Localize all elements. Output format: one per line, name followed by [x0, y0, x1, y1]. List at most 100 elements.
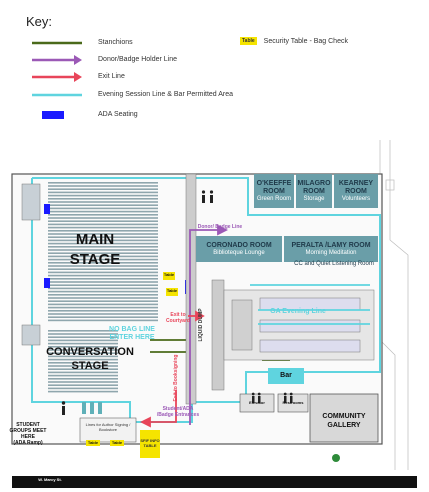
- seat-row: [48, 297, 158, 299]
- seat-row: [48, 336, 118, 338]
- lines-author-block: [79, 417, 137, 443]
- donor-badge-line-label: Donor/ Badge Line: [197, 224, 243, 230]
- room-sub: Volunteers: [341, 195, 371, 202]
- seat-row: [48, 194, 158, 197]
- donor-arrow-icon: [32, 55, 82, 65]
- seat-row: [48, 290, 158, 293]
- security-table-chip: Table: [240, 37, 257, 45]
- exit-booksigning-label: Exit to Booksigning: [173, 354, 179, 402]
- room-title: PERALTA /LAMY ROOM: [291, 241, 371, 249]
- community-gallery-label: COMMUNITY GALLERY: [322, 413, 366, 429]
- seat-row: [48, 330, 118, 332]
- room-sub: Green Room: [256, 195, 292, 202]
- coronado-room-block: [196, 236, 282, 262]
- liquid-dump-label: LIQUID DUMP: [198, 308, 204, 342]
- student-groups-label: STUDENT GROUPS MEET HERE: [9, 422, 47, 440]
- seat-row: [48, 265, 158, 267]
- seat-row: [48, 384, 118, 386]
- lines-author-label: Lines for Author Signing / Bookstore: [85, 422, 131, 432]
- room-title: O'KEEFFE ROOM: [256, 179, 292, 195]
- security-table-chip: Table: [110, 440, 124, 446]
- seat-row: [48, 352, 118, 354]
- exit-arrow-icon: [32, 72, 82, 82]
- seat-row: [48, 271, 158, 274]
- street-label: W. Marcy St.: [38, 477, 62, 482]
- community-gallery-block: [309, 393, 379, 443]
- seat-row: [48, 201, 158, 203]
- seat-row: [48, 268, 158, 270]
- seat-row: [48, 349, 118, 351]
- kearney-room: KEARNEY ROOM Volunteers: [334, 174, 378, 208]
- tree-icon: [332, 454, 340, 462]
- room-sub: Biblioteque Lounge: [213, 249, 265, 256]
- kearney-room-block: [334, 174, 378, 208]
- seat-row: [48, 252, 158, 254]
- seat-row: [48, 303, 158, 306]
- main-stage-platform: [21, 183, 41, 221]
- exit-arrows: [139, 310, 205, 428]
- floor-plan-map: O'KEEFFE ROOM Green Room MILAGRO ROOM St…: [0, 140, 429, 492]
- seat-row: [48, 198, 158, 200]
- security-table-chip: Table: [166, 288, 178, 296]
- author-lines-stanchions: [82, 402, 102, 414]
- seat-row: [48, 217, 158, 219]
- ada-seating-icon: [42, 111, 64, 119]
- seat-row: [48, 287, 158, 290]
- seat-row: [48, 274, 158, 277]
- stanchion-line-icon: [32, 41, 82, 45]
- street-bar: [12, 476, 417, 488]
- info-table-label: SFIF INFO TABLE: [140, 438, 160, 448]
- seat-row: [48, 278, 158, 280]
- room-sub: Storage: [303, 195, 325, 202]
- seat-row: [48, 378, 118, 380]
- seat-row: [48, 358, 118, 361]
- legend-label: ADA Seating: [98, 111, 138, 118]
- legend-label: Exit Line: [98, 73, 125, 80]
- exit-courtyard-label: Exit to Courtyard: [166, 312, 190, 324]
- coronado-room: CORONADO ROOM Biblioteque Lounge: [196, 236, 282, 262]
- evening-line-icon: [32, 93, 82, 97]
- seat-row: [48, 214, 158, 216]
- seat-row: [48, 239, 158, 242]
- security-table-chip: Table: [86, 440, 100, 446]
- seat-row: [48, 230, 158, 232]
- seat-row: [48, 333, 118, 335]
- room-title: MILAGRO ROOM: [297, 179, 331, 195]
- seat-row: [48, 319, 158, 322]
- seat-row: [48, 306, 158, 309]
- seat-row: [48, 246, 158, 248]
- bar-block: [268, 368, 304, 384]
- seat-row: [48, 258, 158, 261]
- seat-row: [48, 362, 118, 364]
- ga-evening-label: GA Evening Line: [270, 308, 326, 315]
- milagro-room-block: [296, 174, 332, 208]
- seat-row: [48, 207, 158, 210]
- adjacent-building-outline: [379, 140, 409, 470]
- seat-row: [48, 220, 158, 222]
- seat-row: [48, 387, 118, 390]
- seat-row: [48, 310, 158, 312]
- seat-row: [48, 355, 118, 358]
- seat-row: [48, 242, 158, 245]
- ada-ramp-label: (ADA Ramp): [13, 440, 43, 446]
- room-title: CORONADO ROOM: [206, 241, 272, 249]
- cc-quiet-label: CC and Quiet Listening Room: [294, 261, 374, 267]
- okeeffe-room-block: [254, 174, 294, 208]
- seat-row: [48, 249, 158, 251]
- room-title: KEARNEY ROOM: [338, 179, 374, 195]
- seat-row: [48, 182, 158, 184]
- ada-seating-block: [44, 278, 50, 288]
- seat-row: [48, 223, 158, 226]
- restroom-icon: [201, 190, 214, 203]
- seat-row: [48, 371, 118, 374]
- info-table-block: [140, 430, 160, 458]
- conversation-stage-platform: [21, 324, 41, 346]
- milagro-room: MILAGRO ROOM Storage: [296, 174, 332, 208]
- legend-label: Stanchions: [98, 39, 133, 46]
- seat-row: [48, 368, 118, 370]
- ada-seating-block: [44, 204, 50, 214]
- okeeffe-room: O'KEEFFE ROOM Green Room: [254, 174, 294, 208]
- elevator-block: [239, 393, 275, 413]
- peralta-room-block: [284, 236, 378, 262]
- legend-security: Table Security Table - Bag Check: [240, 37, 348, 45]
